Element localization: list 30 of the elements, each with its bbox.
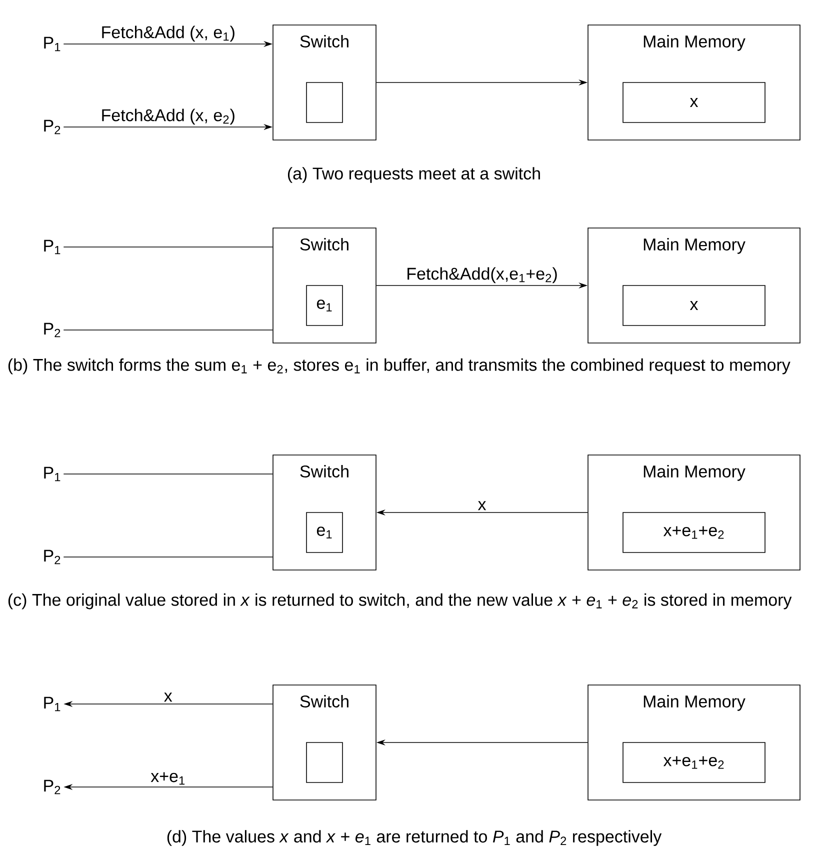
processor-label: P$_{1}$: [44, 696, 60, 712]
processor-label: P$_{2}$: [44, 550, 60, 564]
edge-label: x: [162, 692, 174, 703]
caption: (a) Two requests meet at a switch: [288, 167, 540, 183]
edge-label: x+e$_{1}$: [150, 771, 187, 786]
buffer-box: [306, 742, 343, 783]
buffer-box: e$_{1}$: [306, 512, 343, 553]
edge-label: Fetch&Add (x, e$_{2}$): [100, 108, 236, 126]
connector-line: [63, 556, 273, 558]
switch-box: Switch: [272, 684, 376, 800]
memory-cell: x: [622, 285, 766, 326]
connector-line: [63, 246, 273, 248]
edge-label: x: [476, 500, 488, 512]
processor-label: P$_{1}$: [44, 36, 60, 52]
memory-cell: x: [622, 82, 766, 123]
switch-box: Switch: [272, 24, 376, 140]
memory-cell: x+e$_{1}$+e$_{2}$: [622, 512, 766, 553]
processor-label: P$_{2}$: [44, 120, 60, 134]
caption: (c) The original value stored in x is returned to switch, and the new value x + e$_{1}$ + e$_{2}$ is stored in memory: [8, 593, 792, 610]
processor-label: P$_{1}$: [44, 240, 60, 254]
buffer-box: e$_{1}$: [306, 285, 343, 326]
buffer-box: [306, 82, 343, 123]
caption: (b) The switch forms the sum e$_{1}$ + e$_{2}$, stores e$_{1}$ in buffer, and transmits the combined request to memory: [8, 358, 790, 374]
caption: (d) The values x and x + e$_{1}$ are returned to P$_{1}$ and P$_{2}$ respectively: [167, 830, 662, 846]
edge-label: Fetch&Add(x,e$_{1}$+e$_{2}$): [405, 266, 559, 284]
memory-cell: x+e$_{1}$+e$_{2}$: [622, 742, 766, 783]
processor-label: P$_{1}$: [44, 466, 60, 482]
processor-label: P$_{2}$: [44, 322, 60, 338]
edge-label: Fetch&Add (x, e$_{1}$): [100, 24, 236, 43]
processor-label: P$_{2}$: [44, 780, 60, 794]
